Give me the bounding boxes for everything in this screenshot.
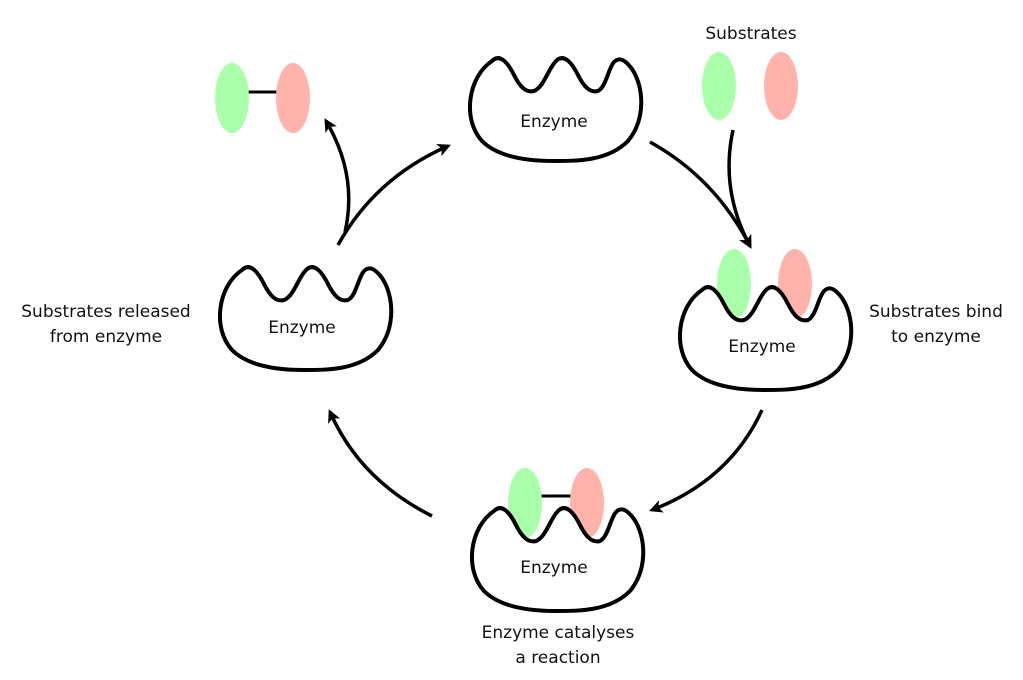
enzyme-label: Enzyme (520, 112, 588, 132)
arrow-catalyse-to-release (328, 409, 433, 518)
enzyme-label: Enzyme (728, 337, 796, 357)
substrates-label: Substrates (705, 24, 796, 44)
enzyme-released: Enzyme (217, 265, 394, 372)
catalyse-label-line2: a reaction (515, 648, 600, 668)
product-green (215, 63, 249, 133)
arrow-bind-to-catalyse (649, 409, 764, 513)
substrate-pink (764, 52, 798, 120)
enzyme-substrate-complex: Enzyme (677, 285, 854, 392)
arrow-free-to-bind (649, 140, 752, 249)
substrate-green-bound (717, 249, 751, 319)
enzyme-label: Enzyme (268, 318, 336, 338)
substrate-green (702, 52, 736, 120)
arrow-product-release (324, 118, 351, 233)
enzyme-catalysing: Enzyme (469, 506, 646, 613)
product-pink (276, 63, 310, 133)
bind-label-line1: Substrates bind (869, 302, 1003, 322)
release-label-line1: Substrates released (21, 302, 190, 322)
arrow-substrates-in (727, 129, 752, 249)
bind-label-line2: to enzyme (891, 327, 981, 347)
catalyse-label-line1: Enzyme catalyses (482, 623, 635, 643)
enzyme-free-top: Enzyme (467, 56, 644, 163)
release-label-line2: from enzyme (50, 327, 162, 347)
arrow-release-to-free (336, 144, 451, 246)
substrate-green-reacting (508, 468, 542, 538)
enzyme-label: Enzyme (520, 558, 588, 578)
